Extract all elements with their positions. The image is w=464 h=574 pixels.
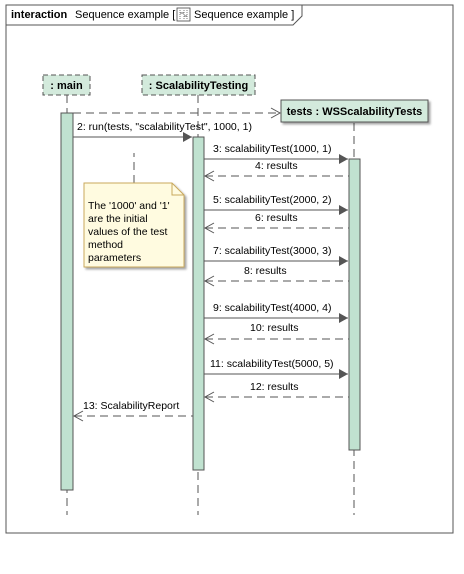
message-10-label: 10: results [250, 322, 298, 334]
lifeline-tests-label: tests : WSScalabilityTests [287, 106, 423, 118]
message-11-label: 11: scalabilityTest(5000, 5) [210, 358, 334, 370]
note-line-4: method [88, 239, 123, 251]
activation-tests [348, 158, 361, 451]
message-4-label: 4: results [255, 160, 298, 172]
create-message [73, 107, 282, 119]
note: The '1000' and '1' are the initial value… [83, 153, 185, 268]
message-4: 4: results [203, 160, 349, 182]
lifeline-scalabilitytesting-label: : ScalabilityTesting [149, 80, 248, 92]
message-5: 5: scalabilityTest(2000, 2) [204, 194, 348, 215]
note-line-5: parameters [88, 252, 141, 264]
message-3: 3: scalabilityTest(1000, 1) [204, 143, 348, 164]
activation-main [60, 112, 74, 491]
note-line-2: are the initial [88, 213, 148, 225]
message-6-label: 6: results [255, 212, 298, 224]
message-7-label: 7: scalabilityTest(3000, 3) [213, 245, 331, 257]
sequence-diagram-icon [176, 7, 191, 22]
message-2: 2: run(tests, "scalabilityTest", 1000, 1… [73, 121, 252, 142]
message-9: 9: scalabilityTest(4000, 4) [204, 302, 348, 323]
lifeline-scalabilitytesting-head: : ScalabilityTesting [141, 74, 256, 96]
frame-title: Sequence example [ [75, 9, 175, 21]
message-13: 13: ScalabilityReport [72, 400, 193, 422]
frame-title-ref: Sequence example ] [194, 9, 294, 21]
message-5-label: 5: scalabilityTest(2000, 2) [213, 194, 331, 206]
lifeline-tests-head: tests : WSScalabilityTests [280, 99, 429, 123]
message-10: 10: results [203, 322, 349, 345]
lifeline-main-head: : main [42, 74, 91, 96]
message-11: 11: scalabilityTest(5000, 5) [204, 358, 348, 379]
message-9-label: 9: scalabilityTest(4000, 4) [213, 302, 331, 314]
frame-tab [6, 5, 303, 26]
message-8-label: 8: results [244, 265, 287, 277]
activation-scalabilitytesting [192, 136, 205, 471]
note-line-1: The '1000' and '1' [88, 200, 170, 212]
frame-keyword: interaction [11, 9, 68, 21]
message-3-label: 3: scalabilityTest(1000, 1) [213, 143, 331, 155]
lifeline-main-label: : main [50, 80, 83, 92]
message-7: 7: scalabilityTest(3000, 3) [204, 245, 348, 266]
message-12-label: 12: results [250, 381, 298, 393]
message-12: 12: results [203, 381, 349, 403]
message-6: 6: results [203, 212, 349, 234]
note-line-3: values of the test [88, 226, 167, 238]
message-8: 8: results [203, 265, 349, 287]
message-2-label: 2: run(tests, "scalabilityTest", 1000, 1… [77, 121, 252, 133]
message-13-label: 13: ScalabilityReport [83, 400, 179, 412]
